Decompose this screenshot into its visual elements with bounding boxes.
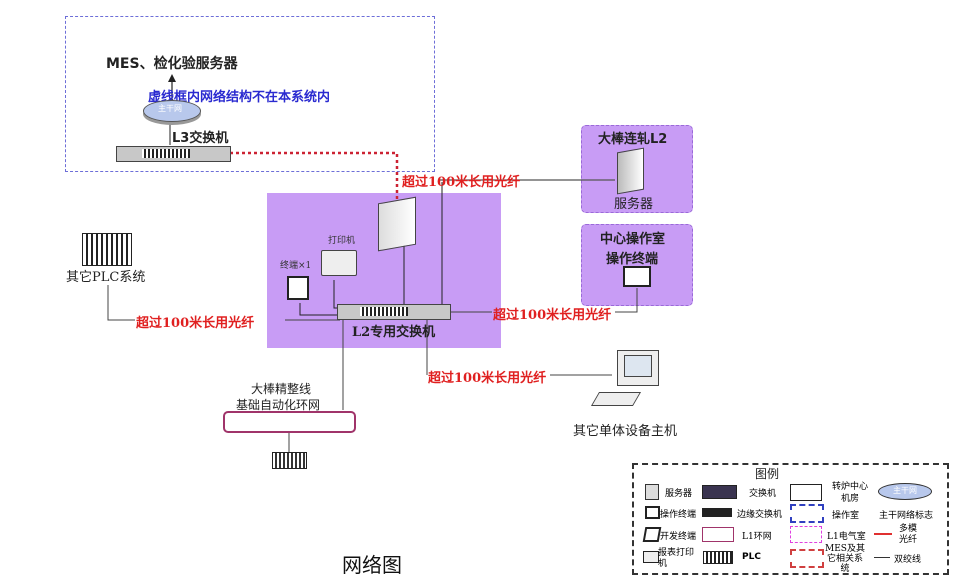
control-room-subtitle: 操作终端 bbox=[606, 252, 659, 267]
legend-label-printer: 报表打印机 bbox=[658, 548, 695, 569]
legend-label-terminal: 操作终端 bbox=[660, 510, 697, 520]
legend-label-dev-terminal: 开发终端 bbox=[660, 532, 697, 542]
l2-server-icon bbox=[378, 196, 416, 252]
legend-label-mes: MES及其它相关系统 bbox=[825, 544, 865, 574]
legend-dev-terminal-icon bbox=[642, 527, 662, 542]
legend-title: 图例 bbox=[755, 467, 780, 481]
l1-ring-box bbox=[223, 411, 356, 433]
rolling-l2-title: 大棒连轧L2 bbox=[598, 132, 668, 147]
rolling-server-icon bbox=[617, 147, 644, 195]
legend-label-switch: 交换机 bbox=[749, 489, 777, 499]
backbone-badge: 主干网 bbox=[158, 104, 182, 113]
legend-terminal-icon bbox=[645, 506, 660, 519]
control-room-terminal-icon bbox=[623, 266, 651, 287]
printer-icon bbox=[321, 250, 357, 276]
l2-switch-label: L2专用交换机 bbox=[352, 325, 436, 340]
l3-switch-label: L3交换机 bbox=[172, 131, 229, 146]
fiber-to-control-room bbox=[615, 288, 638, 313]
terminal-to-switch-line bbox=[299, 303, 340, 316]
legend-twisted-pair-icon bbox=[874, 557, 890, 558]
legend-label-edge-switch: 边缘交换机 bbox=[737, 510, 783, 520]
fiber-label-control-room: 超过100米长用光纤 bbox=[493, 308, 612, 323]
legend-label-operation-room: 操作室 bbox=[832, 511, 860, 521]
finishing-line-label: 大棒精整线 bbox=[251, 382, 312, 396]
legend-printer-icon bbox=[643, 551, 659, 563]
legend-server-icon bbox=[645, 484, 659, 500]
terminal-label: 终端×1 bbox=[280, 261, 312, 271]
legend-pink-dashdot-box-icon bbox=[790, 526, 822, 543]
legend-switch-icon bbox=[702, 485, 737, 499]
legend-label-machine-room: 转炉中心机房 bbox=[831, 482, 868, 504]
legend-label-multimode-fiber: 多模光纤 bbox=[898, 524, 917, 545]
legend-backbone-badge: 主干网 bbox=[893, 486, 917, 495]
l2-switch-icon bbox=[337, 304, 451, 320]
printer-label: 打印机 bbox=[328, 236, 356, 246]
upstream-label: MES、检化验服务器 bbox=[106, 56, 238, 72]
other-host-label: 其它单体设备主机 bbox=[573, 424, 678, 439]
legend-label-backbone: 主干网络标志 bbox=[879, 511, 934, 521]
control-room-title: 中心操作室 bbox=[600, 232, 666, 247]
fiber-label-plc: 超过100米长用光纤 bbox=[136, 316, 255, 331]
l3-switch-icon bbox=[116, 146, 231, 162]
finishing-ring-label: 基础自动化环网 bbox=[236, 398, 321, 412]
legend-label-plc: PLC bbox=[742, 552, 761, 562]
legend-label-l1-electric-room: L1电气室 bbox=[827, 532, 866, 542]
fiber-label-top: 超过100米长用光纤 bbox=[402, 175, 521, 190]
diagram-title: 网络图 bbox=[342, 553, 402, 577]
external-network-box bbox=[65, 16, 435, 172]
legend-multimode-fiber-icon bbox=[874, 533, 892, 535]
upstream-arrow-head bbox=[168, 74, 176, 82]
legend-backbone-icon bbox=[878, 483, 932, 500]
legend-red-dashed-box-icon bbox=[790, 549, 824, 568]
mes-link-line bbox=[230, 151, 399, 200]
legend-solid-box-icon bbox=[790, 484, 822, 501]
legend-blue-dashed-box-icon bbox=[790, 504, 824, 523]
legend-l1-ring-icon bbox=[702, 527, 734, 542]
legend-label-l1-ring: L1环网 bbox=[742, 532, 772, 542]
other-host-keyboard-icon bbox=[590, 392, 642, 406]
other-host-computer-icon bbox=[617, 350, 659, 386]
finishing-plc-icon bbox=[272, 452, 307, 469]
rolling-server-label: 服务器 bbox=[614, 197, 654, 212]
external-note: 虚线框内网络结构不在本系统内 bbox=[148, 90, 331, 105]
legend-edge-switch-icon bbox=[702, 508, 732, 517]
legend-plc-icon bbox=[703, 551, 733, 564]
plc-to-switch-line bbox=[107, 285, 135, 321]
terminal-icon bbox=[287, 276, 309, 300]
legend-label-server: 服务器 bbox=[665, 489, 693, 499]
backbone-icon bbox=[143, 100, 201, 122]
plc-other-label: 其它PLC系统 bbox=[66, 270, 146, 285]
legend-label-twisted-pair: 双绞线 bbox=[894, 555, 922, 565]
plc-other-icon bbox=[82, 233, 132, 266]
fiber-label-other-host: 超过100米长用光纤 bbox=[428, 371, 547, 386]
